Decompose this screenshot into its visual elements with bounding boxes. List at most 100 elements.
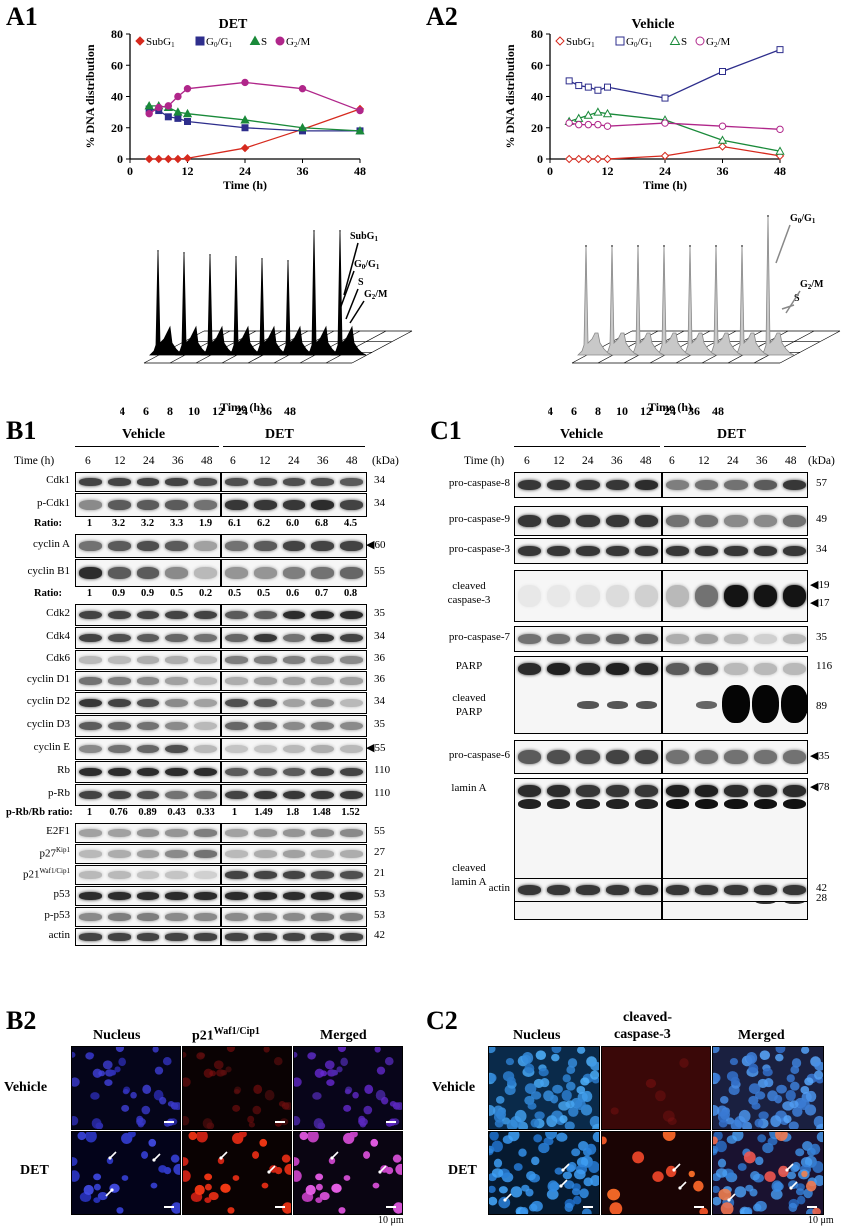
cell-nucleus [713,1073,721,1083]
blot-band [605,479,629,491]
data-point [174,92,182,101]
c2-det-caspase-image [601,1131,711,1215]
b1-row-label-2: cyclin A [4,538,70,550]
cell-nucleus [632,1151,645,1164]
b2-det-p21-image [182,1131,292,1215]
blot-band [340,829,363,837]
arrow-head [678,1186,682,1190]
cell-nucleus [567,1161,577,1172]
blot-band [136,892,160,900]
label-text: p-Rb [48,787,70,799]
blot-6-vehicle [75,650,221,670]
annot-part: /G [800,213,812,224]
blot-band [194,633,217,643]
cell-nucleus [294,1051,298,1058]
cell-nucleus [122,1088,129,1095]
cell-nucleus [734,1186,747,1198]
blot-band [666,585,690,607]
c1-row-label-3: cleaved [452,580,486,592]
histogram-trace [733,244,769,356]
histogram-trace [603,244,639,356]
cell-nucleus [800,1085,810,1094]
cell-nucleus [530,1200,543,1212]
blot-band [547,633,571,645]
arrow-head [503,1198,507,1202]
cell-nucleus [751,1102,761,1110]
cell-nucleus [344,1088,351,1095]
data-point [603,154,612,164]
blot-band [724,585,748,607]
blot-band [79,850,102,858]
blot-band [194,567,217,579]
histogram-time-label: 4 [548,404,553,415]
cell-nucleus [72,1157,78,1166]
cell-nucleus [738,1109,751,1123]
cell-nucleus [530,1118,540,1128]
b1-ratio-cdk1-1: 3.2 [111,518,126,529]
blot-1-vehicle [75,493,221,517]
b1-ratio-cdk1-4: 1.9 [198,518,213,529]
data-point [144,101,154,110]
blot-band [576,799,600,809]
legend-text-part: G [286,36,294,48]
cell-nucleus [540,1078,550,1088]
annot-s: S [358,277,364,288]
cell-nucleus [814,1070,823,1080]
cell-nucleus [746,1051,758,1064]
cell-nucleus [252,1105,262,1115]
b1-time-7: 24 [288,455,300,467]
blot-band [79,567,102,579]
legend-text-part: G [206,36,214,48]
b1-row-label-3: cyclin B1 [4,565,70,577]
blot-band [136,871,160,879]
cell-nucleus [331,1183,342,1193]
blot-band [724,514,748,528]
cell-nucleus [315,1173,324,1181]
cell-nucleus [91,1118,102,1129]
label-text: cyclin D1 [26,673,70,685]
blot-band [79,933,102,941]
histogram-time-label: 24 [236,404,248,415]
cell-nucleus [693,1180,704,1192]
cell-nucleus [789,1100,799,1109]
legend-text-part: 0 [634,41,638,49]
panel-label-b2: B2 [6,1006,37,1035]
blot-6-det [221,650,367,670]
blot-band [722,685,750,723]
cell-nucleus [173,1163,180,1175]
blot-band [253,633,277,643]
b1-kda-13: 55 [374,825,385,837]
blot-band [282,790,306,800]
blot-band [311,790,335,800]
cell-nucleus [573,1169,586,1180]
label-text: Cdk4 [46,630,70,642]
blot-band [253,610,277,620]
data-point [593,154,603,164]
blot-band [340,933,363,941]
blot-band [107,478,131,486]
c1-blot-4-vehicle [514,626,662,652]
cell-nucleus [340,1057,349,1067]
b1-row-label-8: cyclin D2 [4,695,70,707]
blot-band [253,541,277,551]
cell-nucleus [764,1078,774,1088]
b1-time-9: 48 [346,455,358,467]
blot-band [194,698,217,708]
data-point [584,83,592,91]
blot-band [518,514,542,528]
blot-band [79,656,102,664]
cell-nucleus [550,1094,559,1104]
cell-nucleus [522,1051,534,1064]
b1-kda-17: 53 [374,909,385,921]
cell-nucleus [264,1089,275,1101]
cell-nucleus [93,1183,101,1191]
blot-band [518,479,542,491]
b1-ratio-cyclinb1-6: 0.5 [256,588,271,599]
label-text: Rb [57,764,70,776]
blot-band [79,913,102,921]
data-point [240,143,250,153]
b1-ratio-cdk1-9: 4.5 [343,518,358,529]
data-point [584,120,593,129]
data-point [355,126,365,135]
